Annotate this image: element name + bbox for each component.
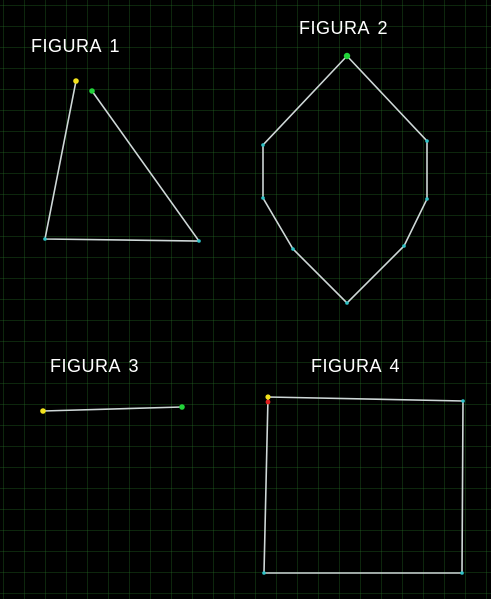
figure-1-vertex [43,237,47,241]
figure-2-heptagon [261,52,429,305]
figure-1-triangle [43,78,201,243]
figure-2-vertex [345,301,349,305]
figure-1-vertex [197,239,201,243]
figure-4-vertex [460,571,464,575]
figure-2-vertex [261,196,265,200]
figure-2-start-point[interactable] [343,52,351,60]
figure-3-start-point[interactable] [40,408,46,414]
figure-2-vertex [291,247,295,251]
figure-3-segment [40,404,185,414]
figure-2-vertex [425,197,429,201]
figure-4-vertex [461,399,465,403]
figure-1-end-point[interactable] [89,88,95,94]
figure-4-red-marker [265,399,271,405]
figure-3-label: FIGURA 3 [50,356,140,376]
figure-2-label: FIGURA 2 [299,18,389,38]
figure-2-vertex [425,139,429,143]
figure-4-edges [263,396,464,574]
figure-2-vertex [261,143,265,147]
figure-4-label: FIGURA 4 [311,356,401,376]
figure-1-edges [44,80,201,242]
figure-2-vertex [402,244,406,248]
figure-3-edge [42,406,183,412]
figure-1-start-point[interactable] [73,78,79,84]
figure-4-quadrilateral [262,394,465,575]
figure-3-end-point[interactable] [179,404,185,410]
figure-2-edges [262,54,428,305]
figure-4-start-point[interactable] [265,394,271,400]
figure-1-label: FIGURA 1 [31,36,121,56]
figure-4-vertex [262,571,266,575]
